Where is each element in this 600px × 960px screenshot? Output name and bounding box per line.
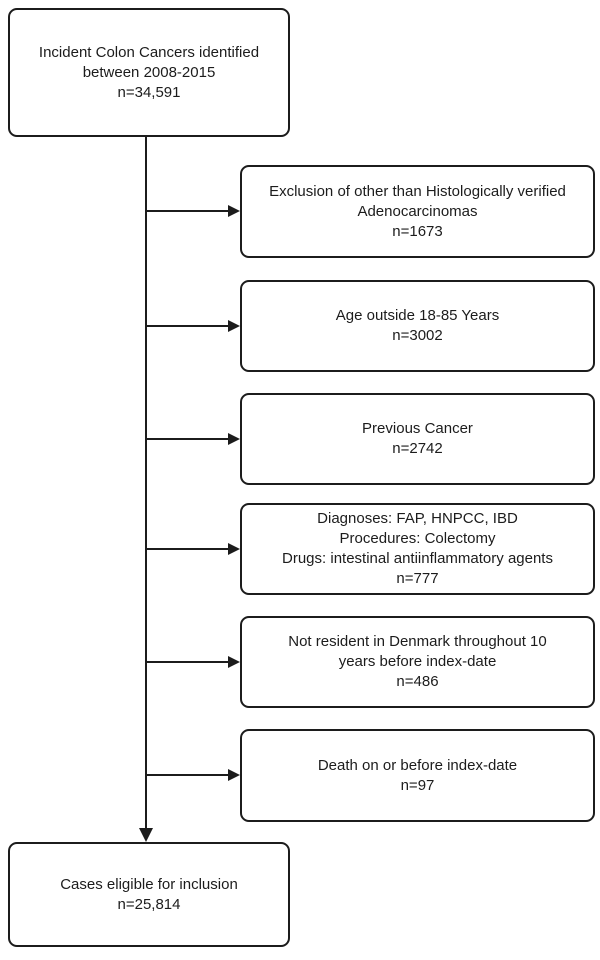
- flow-box-exclusion-histology: Exclusion of other than Histologically v…: [240, 165, 595, 258]
- exclusion-count: n=97: [400, 776, 435, 794]
- exclusion-text-line: Drugs: intestinal antiinflammatory agent…: [282, 550, 553, 567]
- exclusion-count: n=2742: [392, 440, 443, 457]
- flow-box-exclusion-residency: Not resident in Denmark throughout 10 ye…: [240, 616, 595, 708]
- exclusion-text-line: Age outside 18-85 Years: [335, 307, 500, 324]
- arrowhead-right-icon: [228, 205, 240, 217]
- branch-line-6: [145, 774, 229, 776]
- arrowhead-right-icon: [228, 320, 240, 332]
- branch-line-5: [145, 661, 229, 663]
- exclusion-text-line: Diagnoses: FAP, HNPCC, IBD: [317, 510, 518, 527]
- exclusion-count: n=777: [396, 570, 439, 587]
- exclusion-count: n=486: [396, 673, 439, 690]
- source-text-line: between 2008-2015: [82, 63, 216, 81]
- flow-box-source: Incident Colon Cancers identified betwee…: [8, 8, 290, 137]
- main-vertical-line: [145, 137, 147, 828]
- result-text-line: Cases eligible for inclusion: [60, 875, 238, 893]
- arrowhead-right-icon: [228, 543, 240, 555]
- exclusion-text-line: Death on or before index-date: [317, 756, 518, 774]
- arrowhead-right-icon: [228, 656, 240, 668]
- source-text-line: Incident Colon Cancers identified: [38, 43, 260, 61]
- flow-box-exclusion-diagnoses: Diagnoses: FAP, HNPCC, IBD Procedures: C…: [240, 503, 595, 595]
- exclusion-text-line: Exclusion of other than Histologically v…: [269, 182, 566, 200]
- exclusion-text-line: years before index-date: [338, 653, 497, 670]
- result-count: n=25,814: [117, 895, 181, 913]
- arrowhead-right-icon: [228, 433, 240, 445]
- exclusion-count: n=1673: [392, 222, 443, 240]
- exclusion-text-line: Adenocarcinomas: [357, 202, 478, 220]
- source-count: n=34,591: [117, 83, 181, 101]
- branch-line-1: [145, 210, 229, 212]
- flow-box-exclusion-death: Death on or before index-date n=97: [240, 729, 595, 822]
- branch-line-4: [145, 548, 229, 550]
- flow-box-exclusion-age: Age outside 18-85 Years n=3002: [240, 280, 595, 372]
- branch-line-3: [145, 438, 229, 440]
- exclusion-text-line: Procedures: Colectomy: [339, 530, 496, 547]
- flow-box-result: Cases eligible for inclusion n=25,814: [8, 842, 290, 947]
- exclusion-text-line: Not resident in Denmark throughout 10: [288, 633, 547, 650]
- exclusion-count: n=3002: [392, 327, 443, 344]
- arrowhead-down-icon: [139, 828, 153, 842]
- exclusion-text-line: Previous Cancer: [362, 420, 473, 437]
- flow-box-exclusion-previous-cancer: Previous Cancer n=2742: [240, 393, 595, 485]
- branch-line-2: [145, 325, 229, 327]
- arrowhead-right-icon: [228, 769, 240, 781]
